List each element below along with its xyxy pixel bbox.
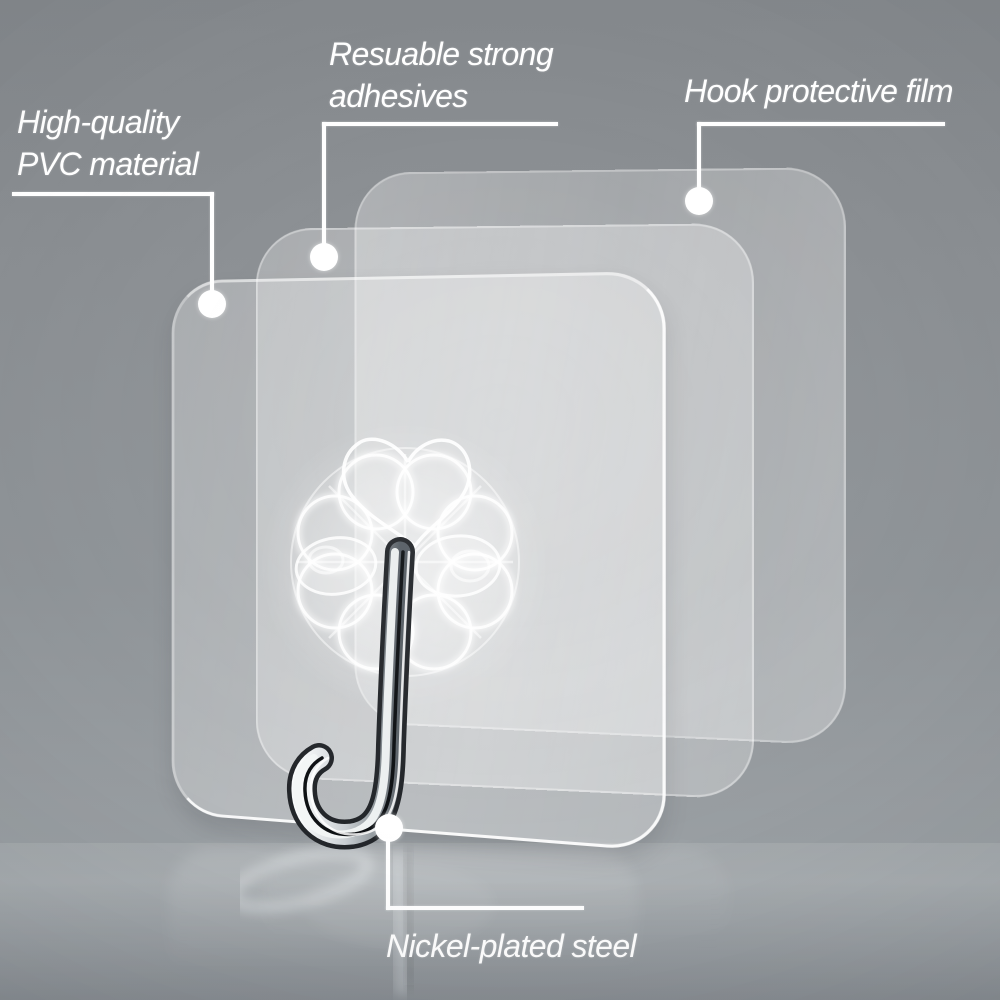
callout-dot xyxy=(198,290,226,318)
leader-line xyxy=(12,192,214,196)
label-line: Hook protective film xyxy=(684,70,953,112)
label-line: High-quality xyxy=(17,101,198,143)
hook-floor-reflection xyxy=(240,842,495,995)
leader-line xyxy=(697,122,945,126)
leader-line xyxy=(386,828,390,910)
leader-line xyxy=(322,122,558,126)
label-line: Resuable strong xyxy=(329,33,553,75)
label-pvc-material: High-quality PVC material xyxy=(17,101,198,185)
leader-line xyxy=(322,122,326,256)
leader-line xyxy=(210,192,214,304)
label-line: Nickel-plated steel xyxy=(386,925,636,967)
callout-dot xyxy=(685,187,713,215)
label-line: PVC material xyxy=(17,143,198,185)
hook-graphic xyxy=(240,410,620,1000)
label-protective-film: Hook protective film xyxy=(684,70,953,112)
leader-line xyxy=(386,906,584,910)
callout-dot xyxy=(310,243,338,271)
label-line: adhesives xyxy=(329,75,553,117)
label-adhesives: Resuable strong adhesives xyxy=(329,33,553,117)
label-nickel-steel: Nickel-plated steel xyxy=(386,925,636,967)
